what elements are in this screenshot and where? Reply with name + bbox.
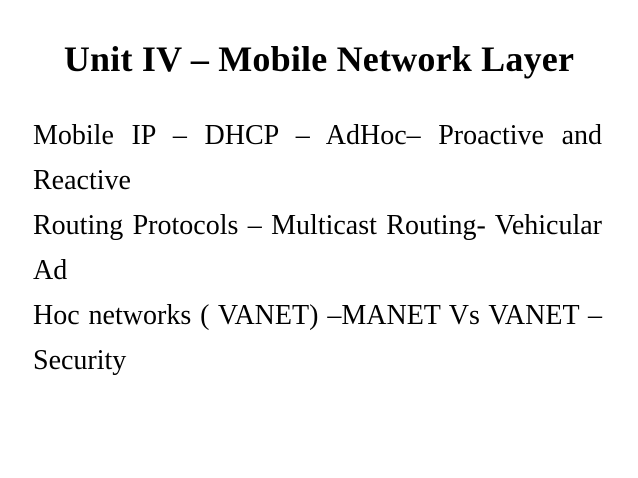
slide-body-paragraph: Mobile IP – DHCP – AdHoc– Proactive and … [33, 113, 602, 383]
body-paragraph-line: Routing Protocols – Multicast Routing- V… [33, 210, 602, 286]
body-paragraph-line: Mobile IP – DHCP – AdHoc– Proactive and … [33, 120, 602, 196]
body-paragraph-line: Security [33, 345, 127, 376]
body-paragraph-line: Hoc networks ( VANET) –MANET Vs VANET – [33, 300, 602, 331]
slide-title: Unit IV – Mobile Network Layer [63, 39, 575, 79]
